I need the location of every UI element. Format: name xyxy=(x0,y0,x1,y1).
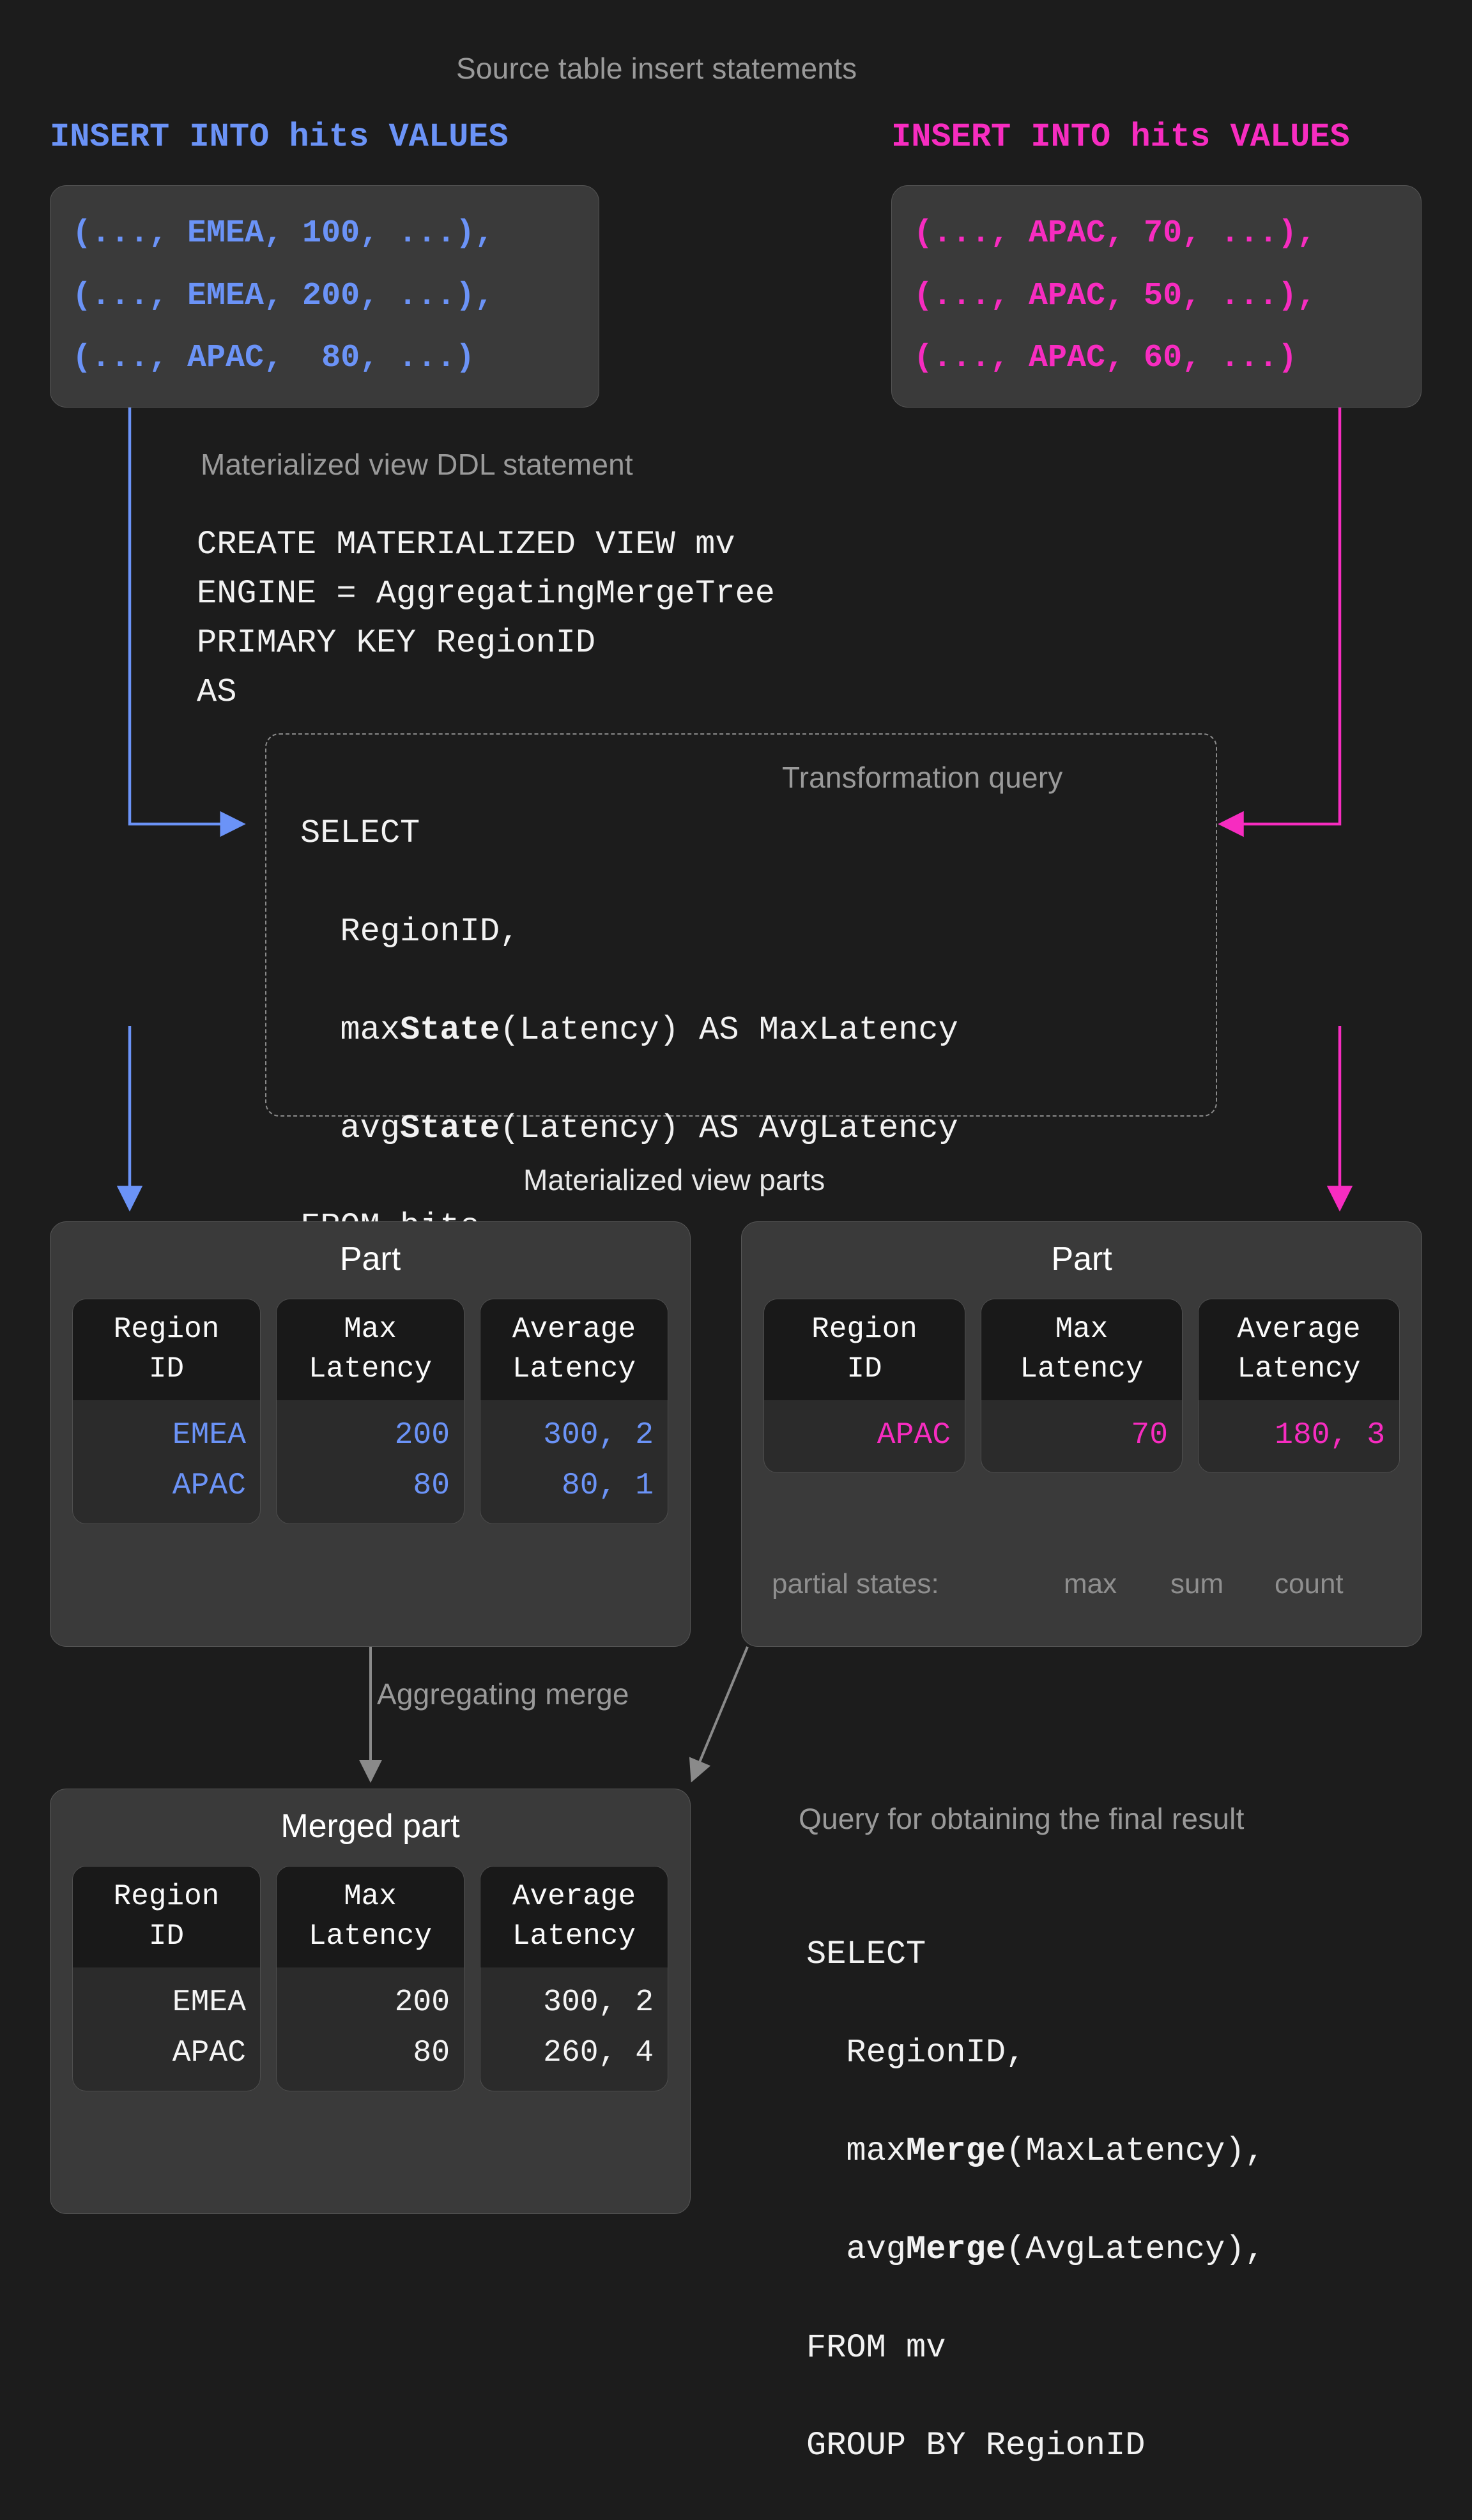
part-right-column-maxlatency: Max Latency 70 xyxy=(981,1299,1183,1474)
column-header: Max Latency xyxy=(277,1299,464,1401)
insert-right-row: (..., APAC, 70, ...), xyxy=(914,215,1317,252)
part-merged: Merged part Region ID EMEA APAC Max Late… xyxy=(50,1789,691,2214)
insert-left-box: (..., EMEA, 100, ...), (..., EMEA, 200, … xyxy=(50,185,599,408)
fq-line-avgmerge-pre: avg xyxy=(806,2230,907,2268)
transformation-query-code: SELECT RegionID, maxState(Latency) AS Ma… xyxy=(300,760,958,1399)
part-right-column-regionid: Region ID APAC xyxy=(763,1299,965,1474)
tq-line-regionid: RegionID, xyxy=(300,912,520,951)
fq-line-select: SELECT xyxy=(806,1935,926,1973)
table-cell: 260, 4 xyxy=(543,2036,654,2071)
part-right-column-avglatency: Average Latency 180, 3 xyxy=(1198,1299,1400,1474)
partial-states-label: partial states: xyxy=(772,1568,939,1600)
insert-right-row: (..., APAC, 60, ...) xyxy=(914,340,1298,376)
table-cell: 200 xyxy=(394,1418,450,1453)
insert-left-header: INSERT INTO hits VALUES xyxy=(50,118,509,156)
caption-final-query: Query for obtaining the final result xyxy=(799,1802,1245,1835)
insert-right-box: (..., APAC, 70, ...), (..., APAC, 50, ..… xyxy=(891,185,1422,408)
final-query-code: SELECT RegionID, maxMerge(MaxLatency), a… xyxy=(806,1881,1265,2520)
table-cell: 80, 1 xyxy=(561,1469,654,1504)
fq-line-regionid: RegionID, xyxy=(806,2033,1026,2072)
part-left-title: Part xyxy=(339,1241,401,1278)
part-left-column-avglatency: Average Latency 300, 2 80, 1 xyxy=(480,1299,668,1524)
table-cell: 80 xyxy=(413,1469,450,1504)
column-header: Region ID xyxy=(764,1299,965,1401)
part-right: Part Region ID APAC Max Latency 70 Avera… xyxy=(741,1221,1422,1647)
fq-line-maxmerge-post: (MaxLatency), xyxy=(1006,2132,1265,2170)
insert-left-row: (..., APAC, 80, ...) xyxy=(72,340,475,376)
arrow-insert-right-to-query xyxy=(1218,408,1342,837)
table-cell: 80 xyxy=(413,2036,450,2071)
fq-line-groupby: GROUP BY RegionID xyxy=(806,2427,1146,2465)
table-cell: APAC xyxy=(172,2036,246,2071)
table-cell: 300, 2 xyxy=(543,1418,654,1453)
tq-line-maxstate-post: (Latency) AS MaxLatency xyxy=(500,1011,958,1049)
tq-line-maxstate-bold: State xyxy=(400,1011,500,1049)
table-cell: 300, 2 xyxy=(543,1985,654,2020)
column-header: Average Latency xyxy=(1199,1299,1399,1401)
tq-line-avgstate-post: (Latency) AS AvgLatency xyxy=(500,1109,958,1147)
partial-state-count: count xyxy=(1275,1568,1344,1600)
part-right-title: Part xyxy=(1051,1241,1112,1278)
table-cell: 180, 3 xyxy=(1275,1418,1385,1453)
insert-right-row: (..., APAC, 50, ...), xyxy=(914,277,1317,314)
fq-line-avgmerge-bold: Merge xyxy=(906,2230,1006,2268)
column-header: Max Latency xyxy=(277,1867,464,1968)
tq-line-avgstate-pre: avg xyxy=(300,1109,401,1147)
tq-line-avgstate-bold: State xyxy=(400,1109,500,1147)
part-merged-column-maxlatency: Max Latency 200 80 xyxy=(276,1866,464,2091)
caption-source-inserts: Source table insert statements xyxy=(456,52,857,85)
fq-line-maxmerge-bold: Merge xyxy=(906,2132,1006,2170)
partial-state-sum: sum xyxy=(1170,1568,1224,1600)
ddl-statement: CREATE MATERIALIZED VIEW mv ENGINE = Agg… xyxy=(197,526,775,711)
tq-line-maxstate-pre: max xyxy=(300,1011,401,1049)
fq-line-avgmerge-post: (AvgLatency), xyxy=(1006,2230,1265,2268)
part-merged-column-regionid: Region ID EMEA APAC xyxy=(72,1866,261,2091)
column-header: Max Latency xyxy=(981,1299,1182,1401)
insert-right-header: INSERT INTO hits VALUES xyxy=(891,118,1350,156)
insert-left-row: (..., EMEA, 100, ...), xyxy=(72,215,494,252)
column-header: Average Latency xyxy=(480,1867,668,1968)
caption-ddl: Materialized view DDL statement xyxy=(201,448,633,481)
column-header: Region ID xyxy=(73,1867,260,1968)
part-left: Part Region ID EMEA APAC Max Latency 200… xyxy=(50,1221,691,1647)
part-merged-column-avglatency: Average Latency 300, 2 260, 4 xyxy=(480,1866,668,2091)
table-cell: APAC xyxy=(877,1418,951,1453)
table-cell: 70 xyxy=(1131,1418,1168,1453)
fq-line-maxmerge-pre: max xyxy=(806,2132,907,2170)
caption-aggregating-merge: Aggregating merge xyxy=(377,1677,629,1711)
insert-left-row: (..., EMEA, 200, ...), xyxy=(72,277,494,314)
part-merged-title: Merged part xyxy=(280,1808,460,1845)
column-header: Region ID xyxy=(73,1299,260,1401)
partial-state-max: max xyxy=(1064,1568,1117,1600)
fq-line-from: FROM mv xyxy=(806,2328,946,2367)
transformation-query-box xyxy=(265,733,1217,1117)
arrow-part-right-to-merged xyxy=(689,1646,749,1783)
table-cell: EMEA xyxy=(172,1985,246,2020)
part-left-column-regionid: Region ID EMEA APAC xyxy=(72,1299,261,1524)
caption-mv-parts: Materialized view parts xyxy=(523,1163,825,1196)
table-cell: EMEA xyxy=(172,1418,246,1453)
table-cell: 200 xyxy=(394,1985,450,2020)
tq-line-select: SELECT xyxy=(300,814,420,852)
part-left-column-maxlatency: Max Latency 200 80 xyxy=(276,1299,464,1524)
column-header: Average Latency xyxy=(480,1299,668,1401)
table-cell: APAC xyxy=(172,1469,246,1504)
caption-transformation-query: Transformation query xyxy=(782,761,1063,794)
